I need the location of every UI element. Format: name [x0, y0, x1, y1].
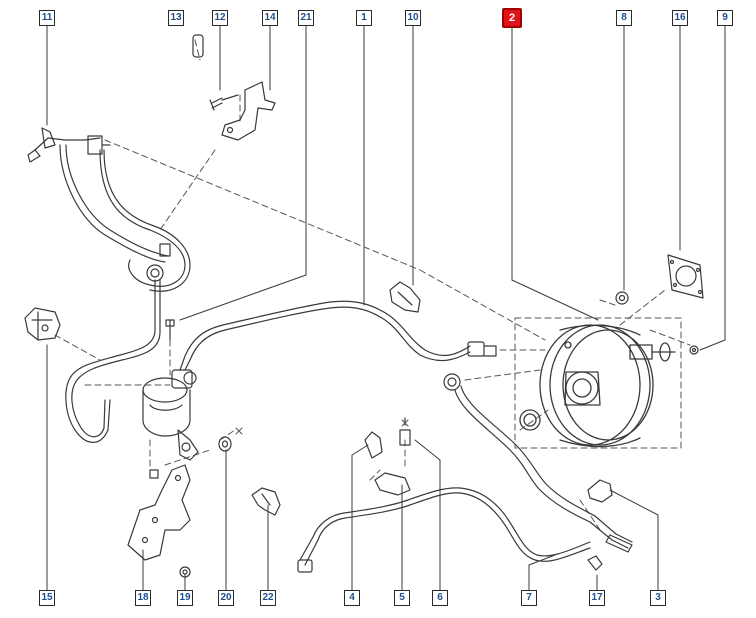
part-7-booster-hose[interactable] [443, 373, 633, 553]
callout-6[interactable]: 6 [432, 590, 448, 606]
axis-marks [235, 419, 409, 435]
part-12-bolt[interactable] [209, 94, 239, 111]
callout-11[interactable]: 11 [39, 10, 55, 26]
callout-19[interactable]: 19 [177, 590, 193, 606]
part-17-clip[interactable] [587, 555, 603, 571]
bracket-14[interactable] [221, 81, 276, 141]
booster-assembly-box [514, 317, 682, 449]
part-13-pin[interactable] [192, 34, 204, 58]
leader-lines [46, 25, 726, 591]
callout-9[interactable]: 9 [717, 10, 733, 26]
callout-13[interactable]: 13 [168, 10, 184, 26]
callout-20[interactable]: 20 [218, 590, 234, 606]
callout-15[interactable]: 15 [39, 590, 55, 606]
callout-14[interactable]: 14 [262, 10, 278, 26]
part-9-nut[interactable] [689, 345, 699, 355]
part-22-clip[interactable] [251, 487, 281, 516]
upper-vacuum-hose[interactable] [27, 127, 191, 443]
part-20-washer[interactable] [218, 436, 232, 452]
callout-12[interactable]: 12 [212, 10, 228, 26]
callout-3[interactable]: 3 [650, 590, 666, 606]
callout-17[interactable]: 17 [589, 590, 605, 606]
callout-18[interactable]: 18 [135, 590, 151, 606]
part-8-nut[interactable] [615, 291, 629, 305]
callout-2-selected[interactable]: 2 [502, 8, 522, 28]
part-3-clip[interactable] [587, 479, 613, 503]
callout-10[interactable]: 10 [405, 10, 421, 26]
part-19-nut[interactable] [179, 566, 191, 578]
callout-8[interactable]: 8 [616, 10, 632, 26]
part-10-clip[interactable] [389, 281, 421, 313]
callout-7[interactable]: 7 [521, 590, 537, 606]
part-15-connector[interactable] [24, 307, 61, 341]
callout-21[interactable]: 21 [298, 10, 314, 26]
callout-4[interactable]: 4 [344, 590, 360, 606]
callout-16[interactable]: 16 [672, 10, 688, 26]
callout-22[interactable]: 22 [260, 590, 276, 606]
vacuum-pump[interactable] [142, 319, 199, 461]
part-1-vacuum-pipe[interactable] [179, 300, 497, 385]
dashed-guide-lines [54, 39, 691, 531]
callout-5[interactable]: 5 [394, 590, 410, 606]
brake-booster[interactable] [519, 324, 676, 448]
callout-1[interactable]: 1 [356, 10, 372, 26]
lower-vacuum-pipe[interactable] [297, 417, 591, 573]
bracket-18[interactable] [127, 464, 191, 561]
part-16-gasket[interactable] [667, 254, 704, 299]
